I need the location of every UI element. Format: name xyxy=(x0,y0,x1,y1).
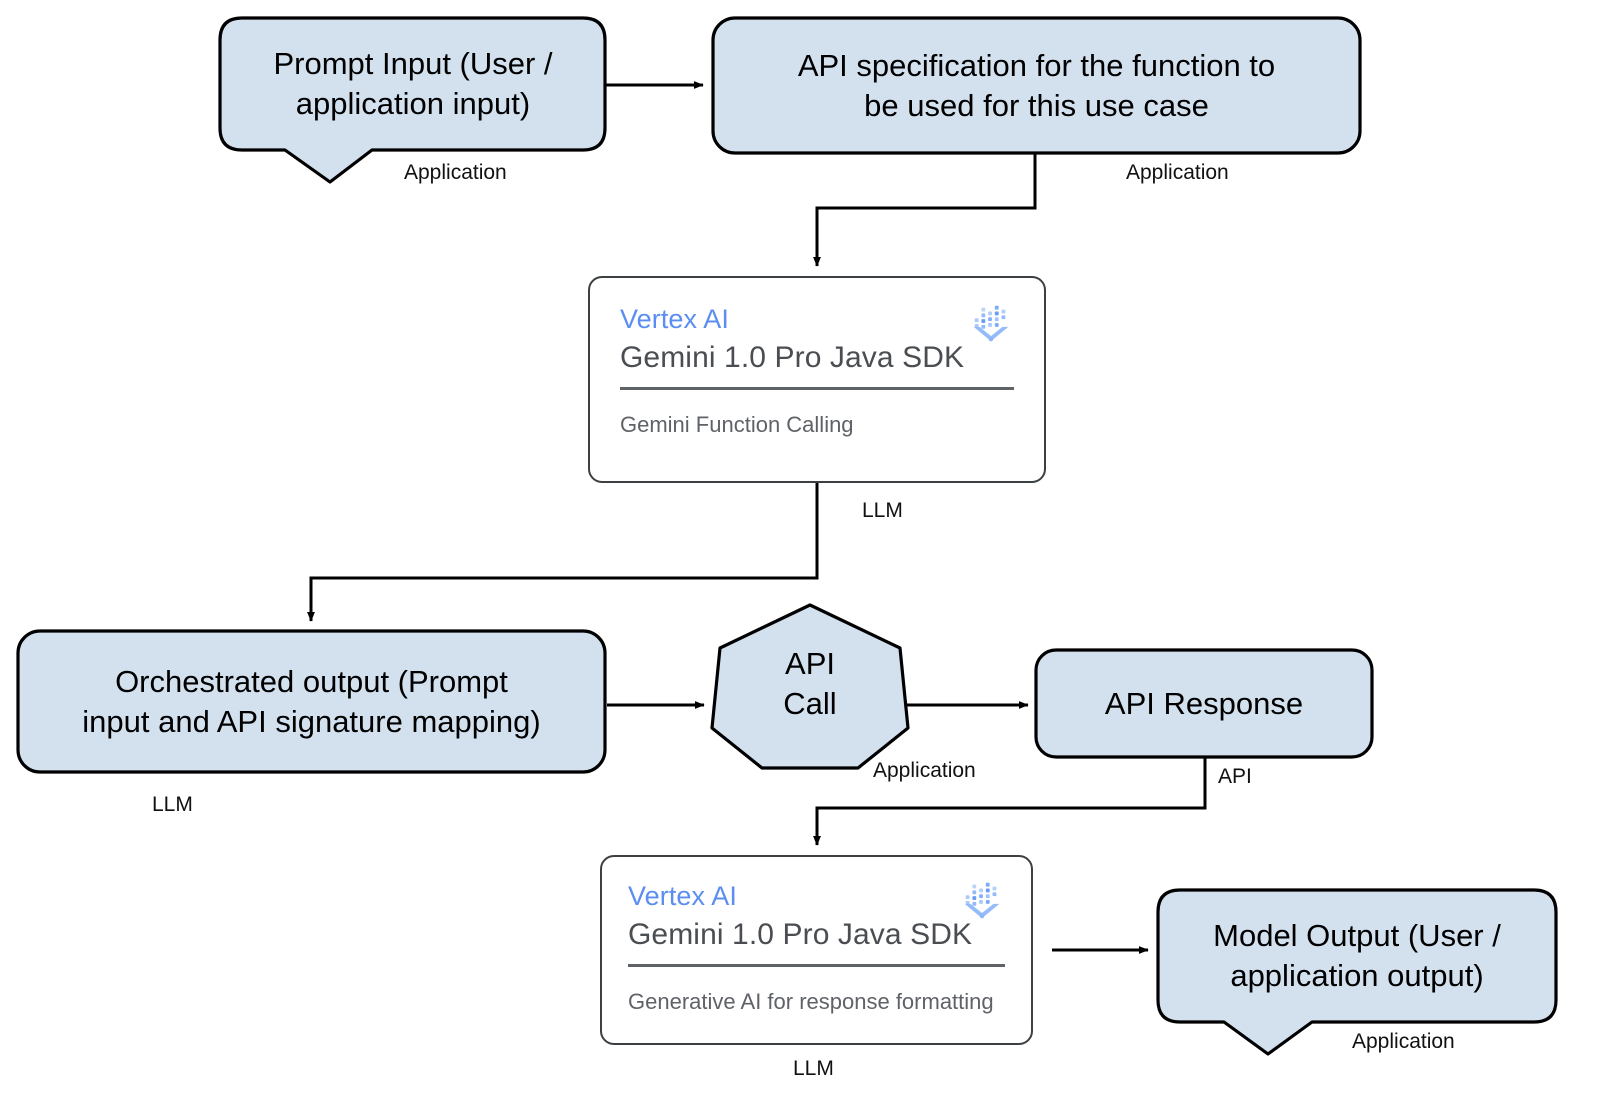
vertex-card-function-calling[interactable]: Vertex AI Gemini 1.0 Pro Java SDK Gemini… xyxy=(588,276,1046,483)
vertex-divider xyxy=(620,387,1014,390)
vertex-ai-logo-icon xyxy=(973,305,1009,342)
vertex-subtitle-label: Generative AI for response formatting xyxy=(628,989,994,1014)
vertex-product-label: Gemini 1.0 Pro Java SDK xyxy=(620,341,965,374)
vertex-ai-logo-icon xyxy=(964,882,1000,919)
node-api-call-shape[interactable] xyxy=(710,603,910,770)
node-orchestrated-output-shape[interactable] xyxy=(16,629,607,774)
vertex-product-label: Gemini 1.0 Pro Java SDK xyxy=(628,918,973,951)
node-api-specification-shape[interactable] xyxy=(711,16,1362,155)
lane-label-vertex-card-response-formatting: LLM xyxy=(793,1057,834,1080)
lane-label-api-call: Application xyxy=(873,759,976,782)
node-api-response-shape[interactable] xyxy=(1034,648,1374,759)
vertex-card-header: Vertex AI Gemini 1.0 Pro Java SDK xyxy=(628,881,1005,952)
node-prompt-input-shape[interactable] xyxy=(218,16,607,184)
lane-label-model-output: Application xyxy=(1352,1030,1455,1053)
node-model-output-shape[interactable] xyxy=(1156,888,1558,1056)
edge-vertex-card-function-calling-to-orchestrated-output xyxy=(307,483,819,622)
lane-label-prompt-input: Application xyxy=(404,161,507,184)
vertex-brand-label: Vertex AI xyxy=(620,304,729,334)
edge-api-response-to-vertex-card-response-formatting xyxy=(813,758,1207,846)
lane-label-api-response: API xyxy=(1218,765,1252,788)
lane-label-api-specification: Application xyxy=(1126,161,1229,184)
vertex-card-response-formatting[interactable]: Vertex AI Gemini 1.0 Pro Java SDK Genera… xyxy=(600,855,1033,1045)
vertex-subtitle-label: Gemini Function Calling xyxy=(620,412,854,437)
vertex-card-header: Vertex AI Gemini 1.0 Pro Java SDK xyxy=(620,304,1014,375)
edge-api-specification-to-vertex-card-function-calling xyxy=(813,154,1037,267)
lane-label-vertex-card-function-calling: LLM xyxy=(862,499,903,522)
vertex-brand-label: Vertex AI xyxy=(628,881,737,911)
lane-label-orchestrated-output: LLM xyxy=(152,793,193,816)
vertex-divider xyxy=(628,964,1005,967)
